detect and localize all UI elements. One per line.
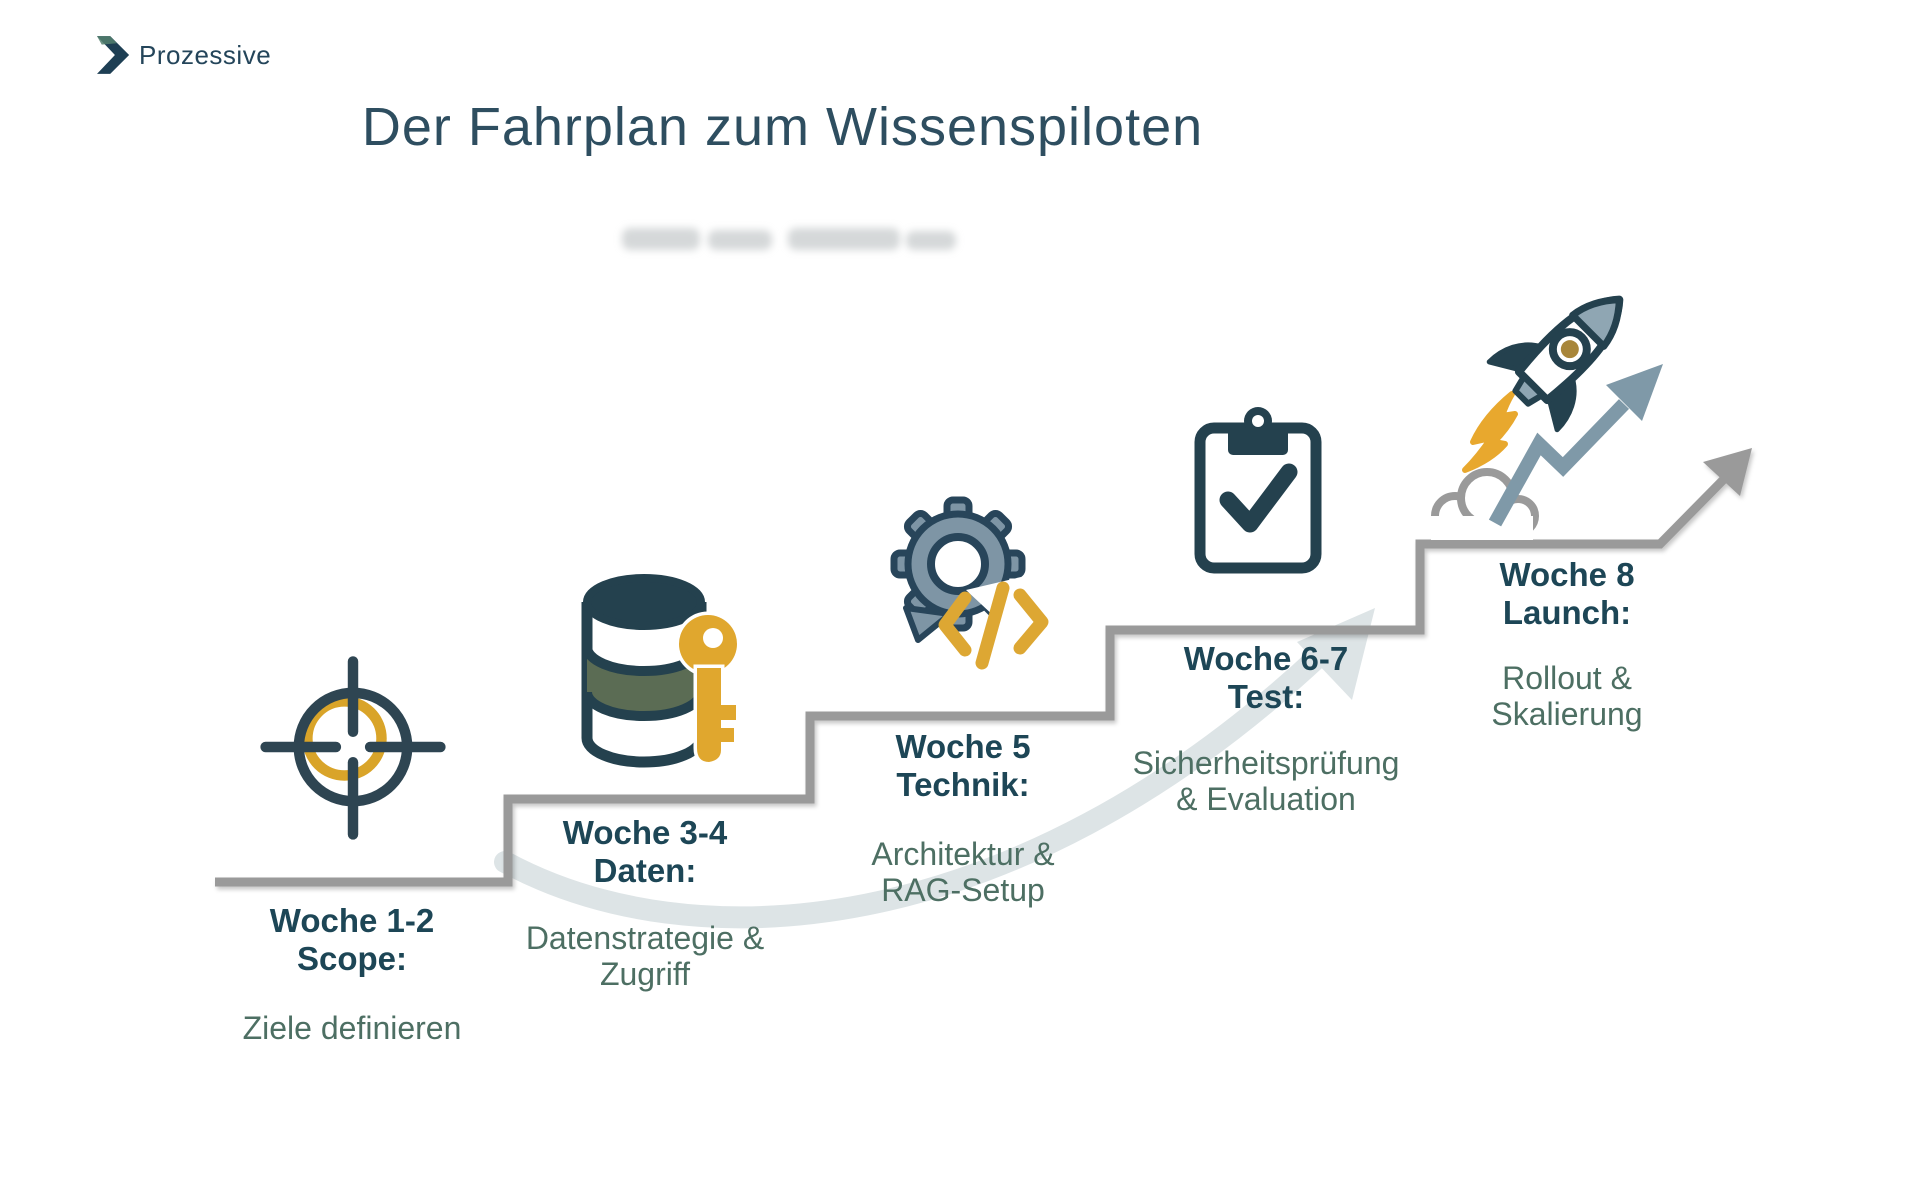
clipboard-check-icon: [1194, 407, 1322, 574]
key-icon: [675, 611, 741, 766]
logo-text: Prozessive: [139, 39, 272, 70]
chevron-logo-icon: [97, 36, 130, 74]
target-icon: [260, 656, 446, 840]
database-key-icon: [581, 574, 741, 768]
code-icon: [938, 581, 1049, 670]
checkmark-icon: [1219, 463, 1298, 533]
step3-label: Woche 5 Technik:: [895, 728, 1031, 803]
step3-description: Architektur & RAG-Setup: [871, 836, 1055, 908]
flame-icon: [1462, 391, 1518, 473]
rocket-body: [1486, 295, 1624, 433]
growth-arrow-icon: [1488, 364, 1663, 527]
gear-code-icon: [890, 496, 1049, 670]
step5-description: Rollout & Skalierung: [1491, 660, 1643, 732]
rocket-icon: [1431, 295, 1663, 540]
step4-label: Woche 6-7 Test:: [1183, 640, 1349, 715]
step4-description: Sicherheitsprüfung & Evaluation: [1132, 745, 1400, 817]
staircase-line: [215, 448, 1752, 887]
step5-label: Woche 8 Launch:: [1499, 556, 1635, 631]
step2-description: Datenstrategie & Zugriff: [525, 920, 765, 992]
staircase-arrowhead-icon: [1703, 448, 1752, 496]
step2-label: Woche 3-4 Daten:: [562, 814, 728, 889]
step1-label: Woche 1-2 Scope:: [269, 902, 435, 977]
page-title: Der Fahrplan zum Wissenspiloten: [361, 97, 1204, 157]
step1-description: Ziele definieren: [242, 1010, 462, 1046]
logo: Prozessive: [97, 36, 271, 74]
